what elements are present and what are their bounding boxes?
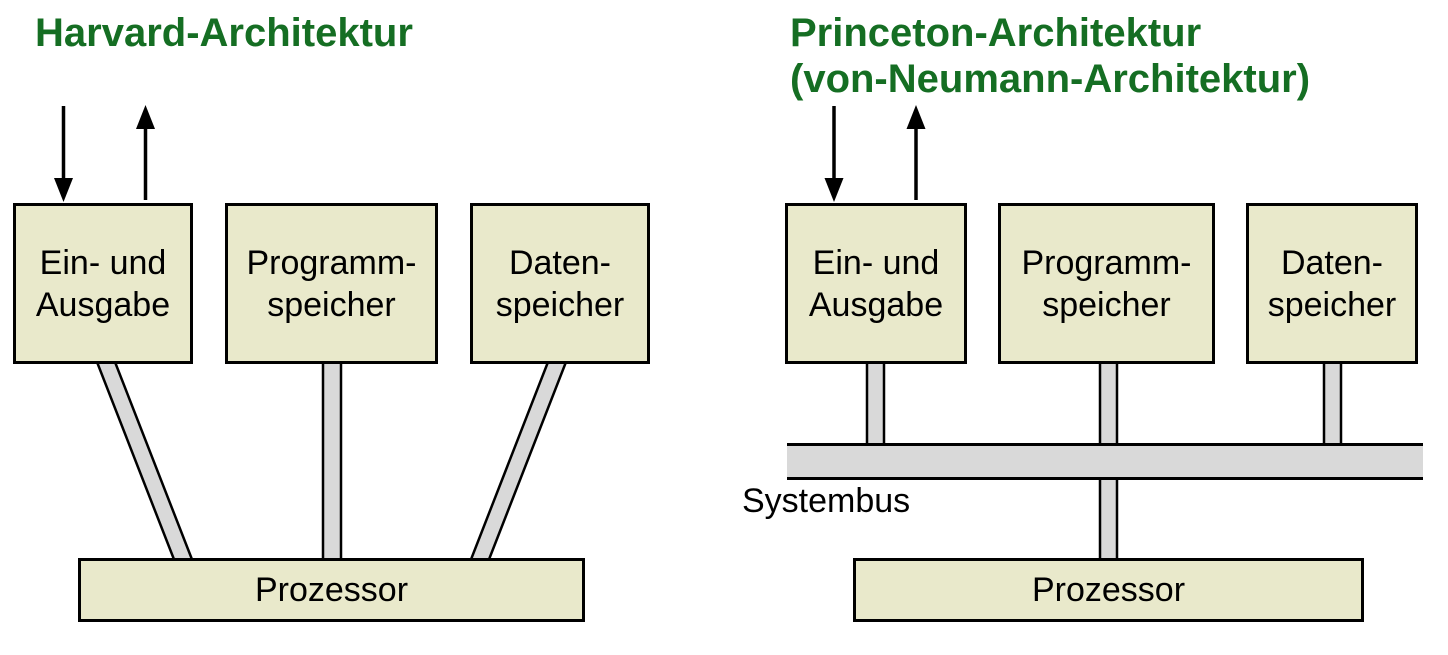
harvard-title: Harvard-Architektur bbox=[35, 11, 413, 55]
harvard-program-memory-box: Programm- speicher bbox=[225, 203, 438, 364]
princeton-io-bus-stub bbox=[865, 360, 886, 448]
harvard-program-processor-connector bbox=[321, 360, 343, 564]
harvard-processor-box: Prozessor bbox=[78, 558, 585, 622]
princeton-bus-processor-connector bbox=[1098, 476, 1119, 564]
harvard-data-memory-box: Daten- speicher bbox=[470, 203, 650, 364]
princeton-program-bus-stub bbox=[1098, 360, 1119, 448]
princeton-processor-box: Prozessor bbox=[853, 558, 1364, 622]
princeton-io-box: Ein- und Ausgabe bbox=[785, 203, 967, 364]
system-bus-bar bbox=[787, 443, 1423, 480]
harvard-data-processor-connector bbox=[468, 360, 568, 564]
harvard-output-up-arrow-icon bbox=[136, 105, 155, 200]
harvard-input-down-arrow-icon bbox=[54, 106, 73, 202]
system-bus-label: Systembus bbox=[742, 482, 911, 520]
princeton-data-bus-stub bbox=[1322, 360, 1343, 448]
princeton-input-down-arrow-icon bbox=[824, 106, 844, 202]
princeton-output-up-arrow-icon bbox=[906, 105, 926, 200]
harvard-io-box: Ein- und Ausgabe bbox=[13, 203, 193, 364]
princeton-data-memory-box: Daten- speicher bbox=[1246, 203, 1418, 364]
harvard-io-processor-connector bbox=[95, 360, 195, 564]
princeton-title: Princeton-Architektur (von-Neumann-Archi… bbox=[790, 11, 1311, 101]
princeton-program-memory-box: Programm- speicher bbox=[998, 203, 1215, 364]
